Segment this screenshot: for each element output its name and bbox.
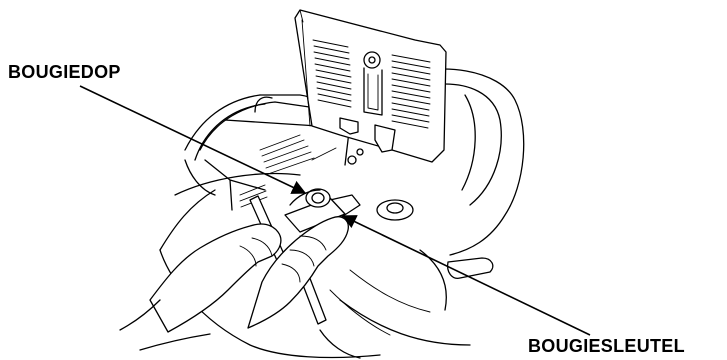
spark-plug-cap bbox=[290, 189, 330, 207]
hands bbox=[120, 217, 348, 350]
label-spark-plug-wrench: BOUGIESLEUTEL bbox=[528, 336, 685, 356]
handle-lever bbox=[448, 258, 493, 278]
fuel-cap bbox=[377, 200, 413, 220]
label-spark-plug-cap: BOUGIEDOP bbox=[8, 62, 121, 82]
callout-spark-plug-wrench: BOUGIESLEUTEL bbox=[343, 216, 685, 356]
service-cover bbox=[295, 10, 446, 162]
